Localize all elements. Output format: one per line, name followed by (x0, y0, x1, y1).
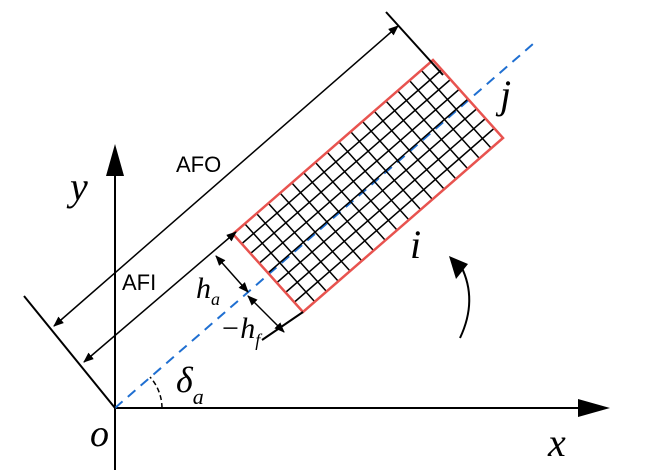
afo-label: AFO (176, 152, 221, 177)
mesh-line (258, 88, 460, 264)
outer-base-line (23, 295, 116, 409)
delta-label: δa (176, 360, 204, 409)
mesh-line (276, 108, 478, 284)
ha-label: ha (196, 272, 220, 309)
mesh-line (267, 98, 469, 274)
local-axis-dashed (114, 43, 534, 409)
origin-label: o (90, 413, 109, 455)
afi-label: AFI (122, 270, 156, 295)
y-axis-arrowhead (106, 144, 124, 176)
ha-dimension-arrow (215, 255, 249, 293)
outer-end-line (385, 11, 444, 76)
node-j-label: j (495, 72, 511, 117)
y-axis-label: y (66, 164, 88, 209)
rotation-arrowhead (449, 256, 468, 279)
afi-dimension-arrow (83, 231, 237, 363)
afo-dimension-arrow (53, 25, 399, 327)
rotation-arrow (459, 265, 471, 339)
node-i-label: i (410, 222, 421, 267)
hf-dimension-arrow (247, 295, 285, 333)
x-axis-arrowhead (578, 399, 610, 417)
x-axis-label: x (547, 420, 566, 465)
delta-angle-arc (149, 376, 163, 409)
hf-label: −hf (220, 312, 263, 350)
